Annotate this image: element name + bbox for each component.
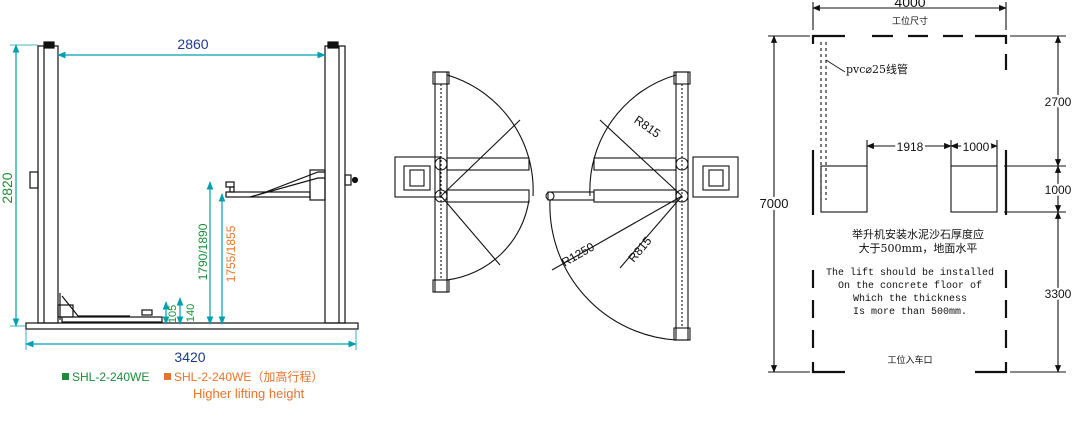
concrete-en-line-3: Which the thickness: [853, 293, 967, 305]
concrete-en-line-2: On the concrete floor of: [838, 280, 982, 292]
lift-height-orange-label: 1755/1855: [224, 225, 238, 282]
left-arm-upper: [446, 157, 530, 171]
concrete-en-line-1: The lift should be installed: [826, 267, 994, 279]
legend-green-swatch: [62, 373, 69, 380]
arm-top-view: [394, 71, 739, 341]
concrete-en-line-4: Is more than 500mm.: [853, 306, 967, 318]
dist-b-label: 1000: [963, 140, 990, 154]
right-base-plate: [692, 156, 739, 198]
floor-plan: [768, 2, 1066, 374]
floor-base: [25, 322, 359, 330]
dist-a-label: 1918: [897, 140, 924, 154]
top-width-label: 2860: [177, 36, 208, 52]
legend-orange-sub: Higher lifting height: [193, 386, 305, 401]
floor-height-label: 7000: [760, 196, 789, 211]
left-column: [29, 41, 59, 324]
radius-long-label: R1250: [559, 239, 597, 269]
left-post-pad: [820, 165, 868, 213]
floor-width-caption: 工位尺寸: [892, 15, 928, 27]
vert-a-label: 2700: [1045, 95, 1072, 109]
radius-short-bottom-label: R815: [625, 234, 654, 265]
concrete-cn-line-2: 大于500mm，地面水平: [859, 241, 978, 255]
radius-short-top-label: R815: [632, 113, 664, 141]
floor-boundary: [811, 34, 1008, 374]
left-arm-lower: [446, 189, 530, 203]
concrete-cn-line-1: 举升机安装水泥沙石厚度应: [852, 227, 984, 241]
lowered-arm: [57, 293, 163, 323]
lift-height-green-label: 1790/1890: [196, 223, 210, 280]
floor-width-label: 4000: [894, 0, 925, 10]
pipe-label: pvc⌀25线管: [846, 62, 908, 76]
right-arm-lower: [593, 189, 677, 203]
vert-c-label: 3300: [1045, 287, 1072, 301]
bottom-width-label: 3420: [174, 349, 205, 365]
pad-min-b-label: 140: [185, 304, 197, 322]
pad-min-a-label: 105: [167, 305, 179, 323]
right-column: [324, 41, 359, 324]
raised-arm: [225, 169, 326, 201]
legend-orange-label: SHL-2-240WE（加高行程）: [174, 369, 323, 384]
vert-b-label: 1000: [1045, 183, 1072, 197]
left-base-plate: [394, 156, 441, 198]
legend-green-label: SHL-2-240WE: [72, 370, 149, 384]
entrance-label: 工位入车口: [887, 354, 932, 366]
right-post-pad: [950, 165, 998, 213]
front-view: [10, 41, 359, 350]
height-label: 2820: [0, 172, 15, 203]
right-arm-upper: [593, 157, 677, 171]
right-arm-extension: [547, 191, 595, 201]
legend-orange-swatch: [164, 373, 171, 380]
